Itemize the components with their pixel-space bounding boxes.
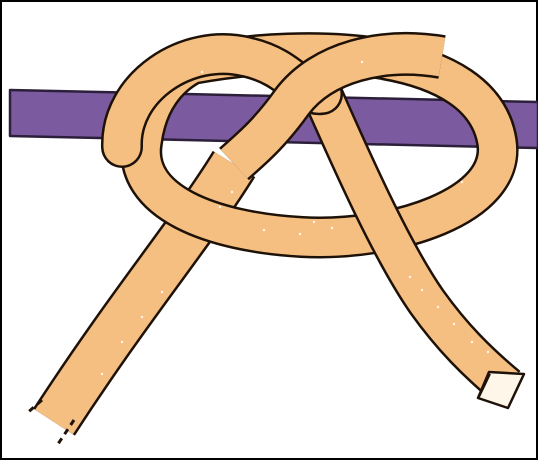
knot-illustration: [2, 2, 538, 462]
figure-frame: [0, 0, 538, 460]
